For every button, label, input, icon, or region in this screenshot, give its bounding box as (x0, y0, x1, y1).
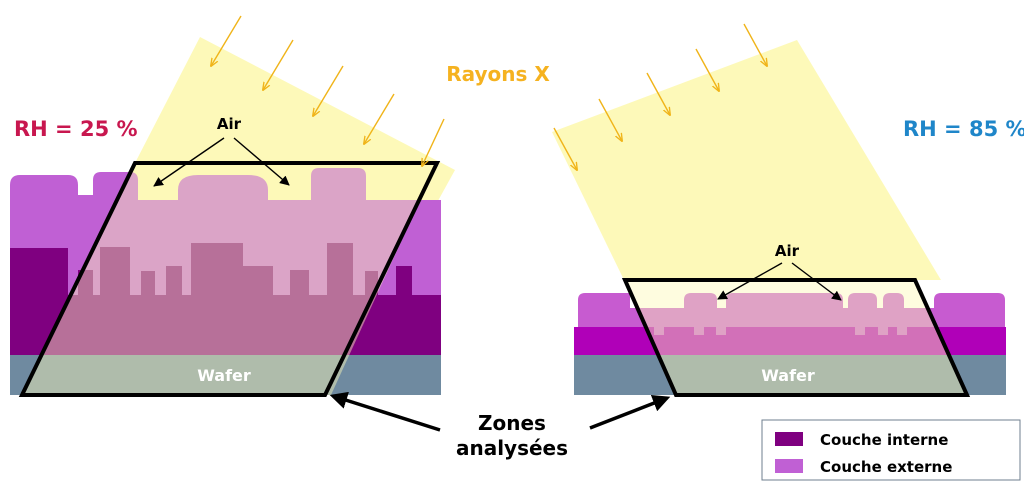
wafer-label-left: Wafer (197, 366, 251, 385)
analysed-zone-right (621, 278, 971, 397)
legend-swatch-inner (775, 432, 803, 446)
analysed-zone-tint-right (625, 280, 967, 395)
left-sample: Air Wafer RH = 25 % (10, 15, 455, 397)
wafer-label-right: Wafer (761, 366, 815, 385)
outer-layer-right (578, 293, 1005, 327)
analysed-zone-left (18, 161, 441, 397)
rh-label-right: RH = 85 % (903, 117, 1024, 141)
xray-arrows-left (211, 15, 445, 166)
inner-notches-right (654, 327, 907, 335)
wafer-right (574, 355, 1006, 395)
xray-arrows-right (553, 23, 767, 170)
legend-swatch-outer (775, 459, 803, 473)
air-arrow-left-a (153, 137, 225, 187)
air-label-right: Air (775, 242, 800, 260)
zones-arrow-right (589, 394, 671, 430)
air-arrow-right-b (791, 262, 842, 301)
legend-box (761, 419, 1021, 481)
air-arrow-right-a (717, 262, 783, 300)
legend-label-inner: Couche interne (820, 431, 948, 449)
inner-layer-left (10, 243, 441, 355)
legend: Couche interne Couche externe (761, 419, 1021, 481)
wafer-left (10, 355, 441, 395)
zones-label-line1: Zones (478, 411, 546, 435)
analysed-zone-tint-left (22, 163, 437, 395)
air-arrow-left-b (233, 137, 290, 186)
air-label-left: Air (217, 115, 242, 133)
xray-beam-right (552, 40, 941, 280)
legend-label-outer: Couche externe (820, 458, 952, 476)
right-sample: Air Wafer RH = 85 % (552, 23, 1024, 397)
rh-label-left: RH = 25 % (14, 117, 138, 141)
xray-label: Rayons X (446, 62, 550, 86)
zones-label-line2: analysées (456, 436, 568, 460)
zones-arrow-left (329, 391, 441, 432)
